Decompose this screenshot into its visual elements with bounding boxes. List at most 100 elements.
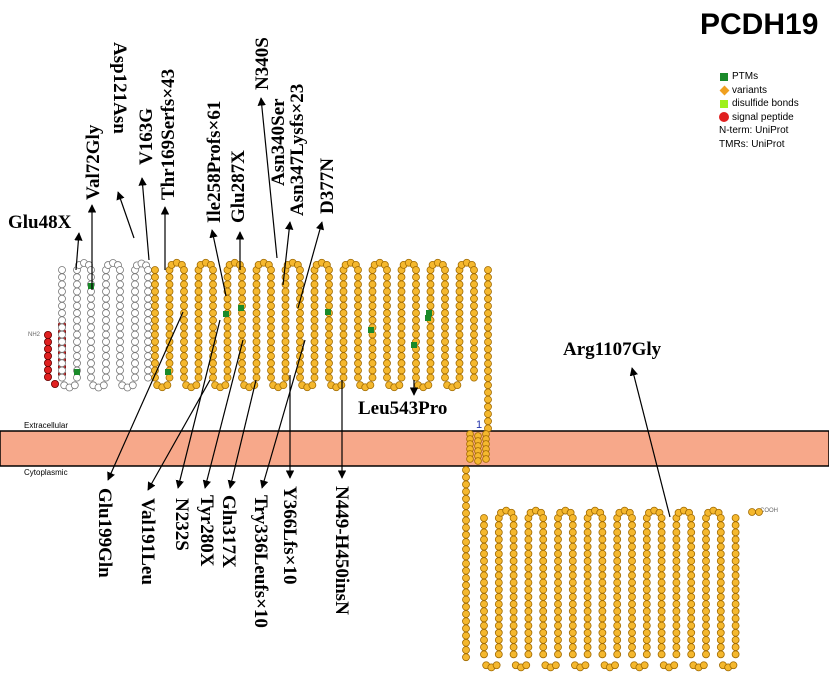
cyto-residue bbox=[628, 557, 636, 565]
ecto-residue bbox=[426, 280, 435, 289]
ecto-residue bbox=[223, 352, 232, 361]
cyto-residue bbox=[598, 514, 607, 522]
ecto-residue bbox=[151, 273, 159, 282]
ecto-residue bbox=[267, 359, 275, 368]
ecto-residue bbox=[267, 337, 275, 346]
cyto-residue bbox=[539, 557, 548, 565]
ecto-residue bbox=[281, 352, 290, 361]
ecto-residue bbox=[426, 366, 435, 375]
ecto-residue bbox=[194, 287, 203, 296]
cyto-residue bbox=[462, 466, 470, 474]
ecto-residue bbox=[412, 352, 420, 361]
ptm-marker bbox=[426, 310, 432, 316]
ecto-residue bbox=[180, 294, 188, 303]
ecto-residue bbox=[397, 294, 406, 303]
cyto-residue bbox=[628, 650, 636, 659]
cyto-residue bbox=[462, 617, 470, 626]
cyto-residue bbox=[672, 650, 681, 659]
cyto-residue bbox=[657, 628, 666, 637]
cyto-residue bbox=[628, 549, 636, 558]
tm-residue bbox=[482, 455, 490, 463]
ecto-residue bbox=[194, 373, 203, 382]
mutation-label-val191leu: Val191Leu bbox=[137, 498, 158, 585]
cyto-residue bbox=[480, 542, 488, 551]
ecto-residue bbox=[426, 330, 435, 339]
ecto-residue bbox=[223, 330, 232, 339]
ecto-residue bbox=[337, 381, 346, 390]
ecto-residue bbox=[426, 373, 435, 382]
ecto-residue bbox=[354, 316, 362, 325]
ecto-residue bbox=[151, 301, 159, 310]
ecto-residue bbox=[339, 337, 348, 346]
ecto-residue bbox=[180, 323, 188, 332]
ecto-residue bbox=[252, 366, 261, 375]
ecto-residue bbox=[426, 345, 435, 353]
ecto-residue bbox=[151, 287, 159, 296]
cyto-residue bbox=[480, 621, 488, 630]
ecto-residue bbox=[383, 345, 391, 353]
mutation-arrows bbox=[74, 97, 671, 518]
cyto-residue bbox=[702, 643, 710, 652]
mutation-label-glu48x: Glu48X bbox=[8, 212, 72, 233]
loop-residue bbox=[102, 352, 110, 361]
cyto-residue bbox=[657, 643, 666, 652]
ecto-residue bbox=[366, 381, 375, 390]
loop-residue bbox=[58, 337, 66, 346]
cyto-residue bbox=[672, 607, 681, 616]
cyto-residue bbox=[539, 636, 548, 644]
ptm-marker bbox=[368, 327, 374, 333]
loop-residue bbox=[58, 316, 66, 325]
cyto-residue bbox=[462, 473, 470, 482]
ecto-residue bbox=[267, 316, 275, 325]
ecto-residue bbox=[267, 323, 275, 332]
cyto-residue bbox=[702, 557, 710, 565]
ecto-residue bbox=[412, 287, 420, 296]
ecto-residue bbox=[180, 316, 188, 325]
ecto-residue bbox=[209, 359, 217, 368]
ecto-residue bbox=[368, 373, 377, 382]
cyto-residue bbox=[462, 509, 470, 518]
ecto-residue bbox=[397, 352, 406, 361]
cyto-residue bbox=[598, 628, 607, 637]
loop-residue bbox=[87, 337, 95, 346]
ecto-residue bbox=[354, 309, 362, 317]
ecto-residue bbox=[426, 301, 435, 310]
ecto-residue bbox=[252, 309, 261, 317]
ecto-residue bbox=[180, 345, 188, 353]
cyto-residue bbox=[598, 521, 607, 530]
ecto-residue bbox=[470, 337, 478, 346]
cyto-residue bbox=[731, 549, 740, 558]
loop-residue bbox=[116, 345, 124, 353]
ecto-residue bbox=[194, 337, 203, 346]
ecto-residue bbox=[470, 359, 478, 368]
protein-title: PCDH19 bbox=[700, 8, 819, 41]
ecto-residue bbox=[383, 337, 391, 346]
ecto-residue bbox=[412, 266, 420, 274]
arrow-n340s bbox=[257, 97, 278, 259]
ecto-residue bbox=[424, 381, 433, 390]
cyto-residue bbox=[613, 542, 622, 551]
cyto-residue bbox=[583, 557, 592, 565]
legend-label-variants: variants bbox=[732, 84, 768, 96]
loop-residue bbox=[116, 359, 124, 368]
mutation-label-asp121asn: Asp121Asn bbox=[109, 42, 130, 134]
cyto-residue bbox=[568, 607, 577, 616]
ecto-residue bbox=[397, 373, 406, 382]
cyto-residue bbox=[657, 593, 666, 601]
loop-residue bbox=[131, 337, 139, 346]
loop-residue bbox=[116, 301, 124, 310]
cyto-residue bbox=[554, 585, 562, 594]
cyto-residue bbox=[524, 578, 533, 587]
ecto-residue bbox=[325, 280, 333, 289]
ecto-residue bbox=[267, 352, 275, 361]
ecto-residue bbox=[368, 301, 377, 310]
cyto-residue bbox=[480, 607, 488, 616]
cyto-residue bbox=[731, 643, 740, 652]
ecto-residue bbox=[151, 352, 159, 361]
ecto-residue bbox=[194, 301, 203, 310]
ecto-residue bbox=[325, 345, 333, 353]
signal-residue bbox=[44, 344, 53, 353]
cyto-residue bbox=[554, 607, 562, 616]
ecto-residue bbox=[368, 280, 377, 289]
cyto-residue bbox=[524, 621, 533, 630]
